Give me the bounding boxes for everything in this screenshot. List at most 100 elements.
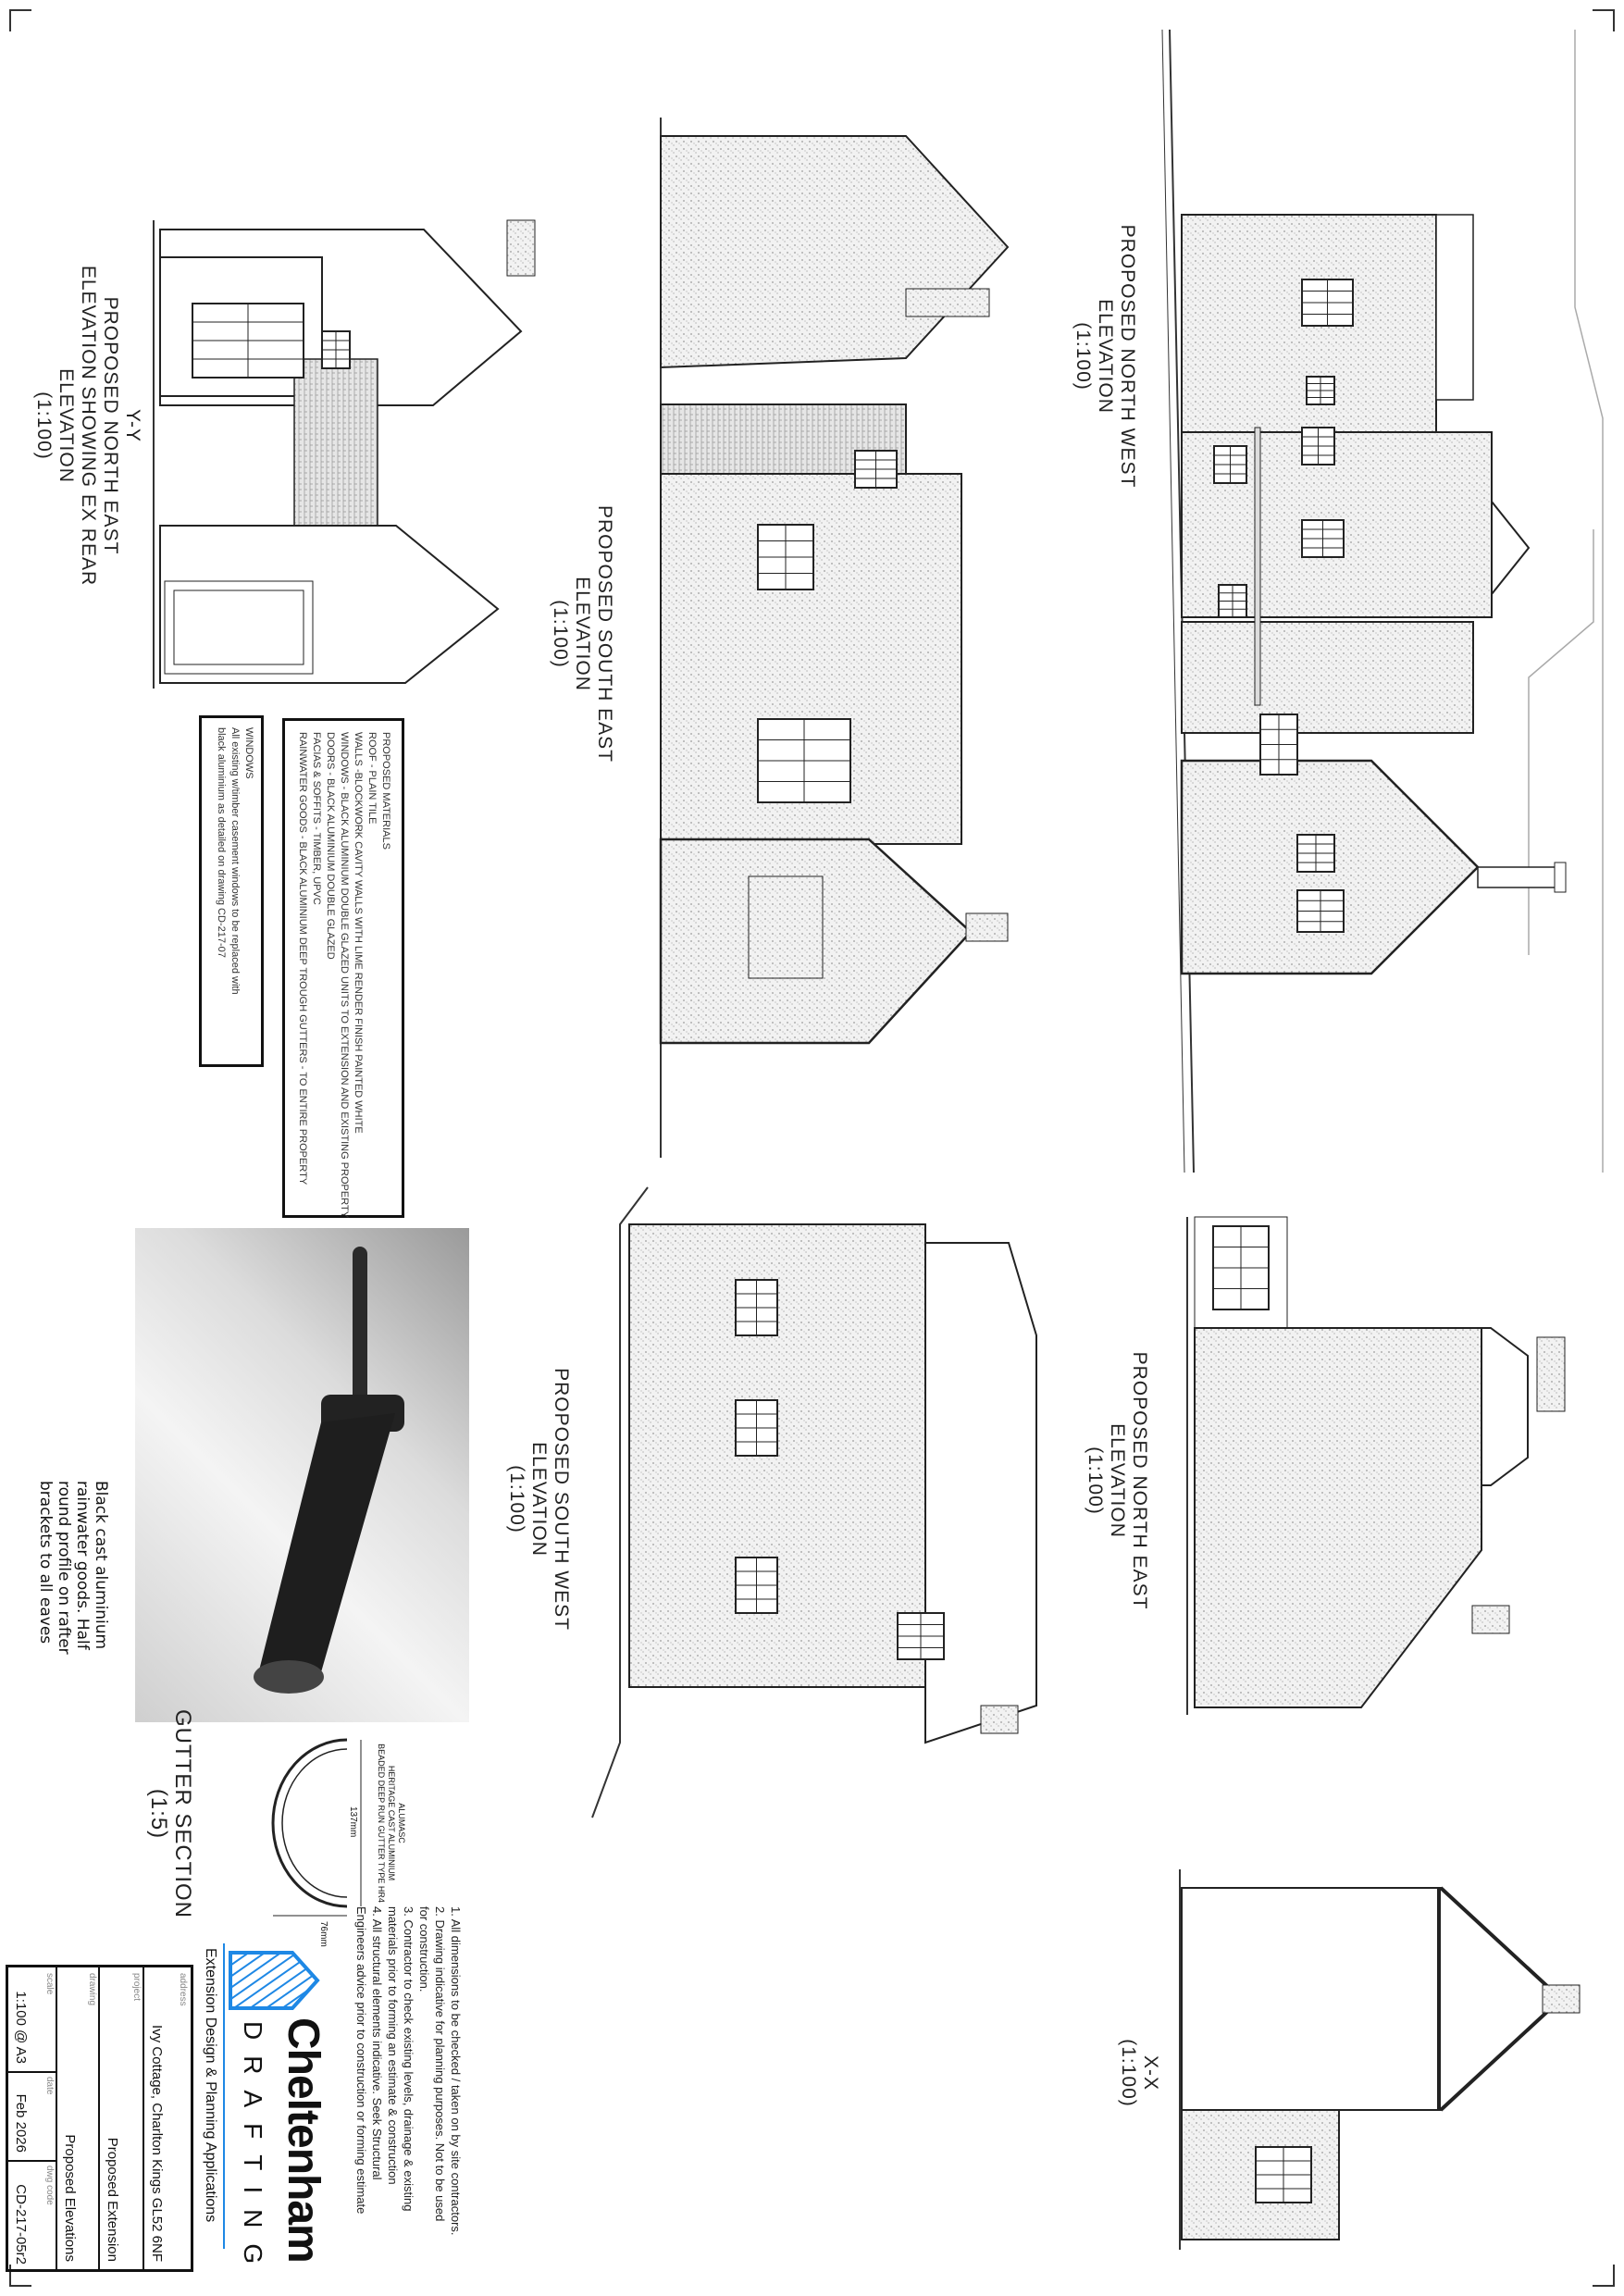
gutter-caption: Black cast aluminium rainwater goods. Ha…: [36, 1481, 110, 1703]
north-east-yy-elevation-drawing: [153, 219, 536, 689]
gutter-section-title: GUTTER SECTION: [170, 1708, 195, 1918]
materials-line: WINDOWS - BLACK ALUMINIUM DOUBLE GLAZED …: [339, 732, 350, 1219]
section-xx-label: X-X (1:100): [1117, 2017, 1161, 2128]
window-icon: [735, 1557, 778, 1614]
note-line: Engineers advice prior to construction o…: [354, 1906, 368, 2215]
note-line: 3. Contractor to check existing levels, …: [402, 1906, 415, 2212]
window-icon: [1218, 584, 1247, 618]
section-xx-drawing: [1179, 1869, 1581, 2250]
window-icon: [1296, 834, 1335, 873]
date-label: date: [44, 2077, 55, 2095]
window-icon: [1301, 427, 1335, 465]
north-west-elevation-drawing: [1161, 29, 1604, 1173]
elevation-subtitle: ELEVATION: [56, 368, 77, 483]
dwg-code-cell: dwg code CD-217-05r2: [8, 2160, 57, 2269]
general-notes: 1. All dimensions to be checked / taken …: [353, 1906, 464, 2286]
elevation-title: PROPOSED NORTH EAST: [1129, 1351, 1150, 1610]
section-scale: (1:100): [1118, 2039, 1139, 2107]
elevation-subtitle: ELEVATION: [1095, 299, 1116, 414]
company-subname: DRAFTING: [239, 2021, 267, 2280]
materials-line: RAINWATER GOODS - BLACK ALUMINIUM DEEP T…: [297, 732, 308, 1185]
windows-note-line: All existing w/timber casement windows t…: [229, 727, 241, 995]
elevation-scale: (1:100): [33, 391, 55, 460]
gutter-section-label: GUTTER SECTION (1:5): [146, 1707, 195, 1920]
caption-line: Black cast aluminium: [92, 1481, 110, 1650]
drawing-row: drawing Proposed Elevations: [56, 1967, 100, 2269]
windows-note-box: WINDOWS All existing w/timber casement w…: [199, 715, 264, 1067]
window-icon: [1212, 1225, 1270, 1310]
elevation-scale: (1:100): [506, 1465, 527, 1533]
proposed-materials-box: PROPOSED MATERIALS ROOF - PLAIN TILE WAL…: [282, 718, 404, 1218]
caption-line: round profile on rafter: [55, 1481, 73, 1655]
gutter-spec: ALUMASC HERITAGE CAST ALUMINIUM BEADED D…: [376, 1740, 406, 1906]
elevation-title: PROPOSED SOUTH WEST: [551, 1368, 572, 1631]
materials-heading: PROPOSED MATERIALS: [380, 732, 391, 850]
materials-line: DOORS - BLACK ALUMINIUM DOUBLE GLAZED: [325, 732, 336, 960]
window-icon: [897, 1612, 945, 1660]
materials-line: WALLS -BLOCKWORK CAVITY WALLS WITH LIME …: [353, 732, 364, 1134]
gutter-spec-line: BEADED DEEP RUN GUTTER TYPE HR4: [377, 1744, 386, 1903]
scale-label: scale: [44, 1973, 55, 1995]
elevation-subtitle: ELEVATION: [572, 577, 593, 691]
caption-line: rainwater goods. Half: [73, 1481, 92, 1650]
section-title: X-X: [1140, 2054, 1161, 2091]
scale-date-code-row: scale 1:100 @ A3 date Feb 2026 dwg code …: [8, 1967, 57, 2269]
note-line: 4. All structural elements indicative. S…: [370, 1906, 384, 2180]
elevation-subtitle: ELEVATION: [1107, 1423, 1128, 1538]
company-name: Cheltenham: [279, 2017, 328, 2263]
south-west-elevation-label: PROPOSED SOUTH WEST ELEVATION (1:100): [505, 1342, 572, 1657]
window-icon: [1301, 279, 1354, 327]
address-label: address: [178, 1973, 188, 2006]
window-icon: [735, 1279, 778, 1336]
crop-mark: [1593, 2265, 1615, 2287]
south-west-elevation-drawing: [591, 1186, 1037, 1818]
company-logo-icon: [229, 1951, 320, 2010]
materials-line: FACIAS & SOFFITS - TIMBER, UPVC: [311, 732, 322, 905]
note-line: materials prior to forming an estimate &…: [386, 1906, 400, 2185]
window-icon: [1255, 2146, 1312, 2203]
project-value: Proposed Extension: [105, 2137, 120, 2262]
scale-value: 1:100 @ A3: [13, 1991, 29, 2064]
logo-divider: [223, 1943, 225, 2249]
north-west-elevation-label: PROPOSED NORTH WEST ELEVATION (1:100): [1072, 199, 1138, 514]
drawing-label: drawing: [87, 1973, 97, 2006]
note-line: 2. Drawing indicative for planning purpo…: [433, 1906, 447, 2222]
gutter-spec-line: HERITAGE CAST ALUMINIUM: [387, 1765, 396, 1881]
elevation-title: PROPOSED NORTH WEST: [1117, 224, 1138, 489]
elevation-title: PROPOSED SOUTH EAST: [594, 504, 615, 763]
gutter-section-drawing: [271, 1738, 362, 1917]
elevation-subtitle: ELEVATION: [528, 1442, 550, 1557]
elevation-subtitle: ELEVATION SHOWING EX REAR: [78, 265, 99, 587]
elevation-scale: (1:100): [1085, 1446, 1106, 1515]
caption-line: brackets to all eaves: [36, 1481, 55, 1644]
scale-cell: scale 1:100 @ A3: [8, 1967, 57, 2073]
section-label: Y-Y: [122, 408, 143, 443]
crop-mark: [1593, 9, 1615, 31]
window-icon: [192, 303, 304, 379]
dwg-code-label: dwg code: [44, 2166, 55, 2205]
windows-note-line: black aluminium as detailed on drawing C…: [216, 727, 227, 958]
window-icon: [1296, 889, 1345, 933]
drawing-value: Proposed Elevations: [62, 2134, 78, 2262]
gutter-illustration: [254, 1247, 404, 1694]
window-icon: [854, 450, 898, 489]
title-block: address Ivy Cottage, Charlton Kings GL52…: [6, 1965, 193, 2272]
gutter-section-scale: (1:5): [146, 1788, 171, 1840]
window-icon: [757, 524, 814, 590]
date-value: Feb 2026: [13, 2093, 29, 2153]
window-icon: [1259, 714, 1298, 776]
crop-mark: [9, 9, 31, 31]
note-line: for construction.: [417, 1906, 431, 1992]
dwg-code-value: CD-217-05r2: [13, 2184, 29, 2265]
window-icon: [321, 330, 351, 369]
window-icon: [1213, 445, 1247, 484]
address-row: address Ivy Cottage, Charlton Kings GL52…: [143, 1967, 191, 2269]
south-east-elevation-drawing: [659, 118, 1010, 1158]
south-east-elevation-label: PROPOSED SOUTH EAST ELEVATION (1:100): [549, 477, 615, 791]
north-east-elevation-label: PROPOSED NORTH EAST ELEVATION (1:100): [1084, 1323, 1150, 1638]
company-tagline: Extension Design & Planning Applications: [203, 1948, 218, 2223]
window-icon: [757, 718, 851, 803]
gutter-photo: [135, 1228, 469, 1722]
elevation-scale: (1:100): [550, 600, 571, 668]
